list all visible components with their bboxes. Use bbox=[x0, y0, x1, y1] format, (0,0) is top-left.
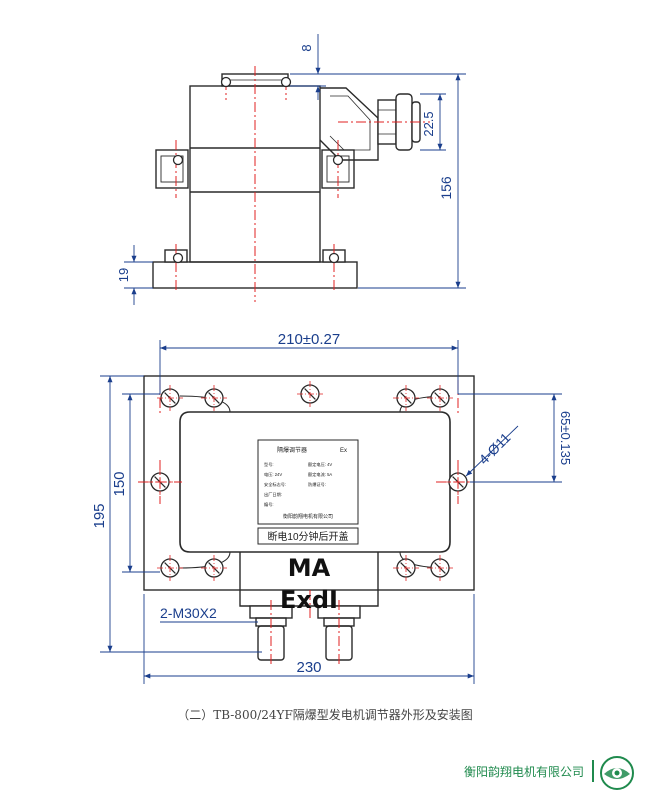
company-name: 衡阳韵翔电机有限公司 bbox=[463, 765, 584, 779]
bolt-head bbox=[297, 381, 323, 407]
nameplate-field: 安全标志号: bbox=[264, 481, 286, 488]
dimension-labels: 8 22.5 156 19 210±0.27 230 195 150 65±0.… bbox=[91, 44, 573, 676]
dim-150: 150 bbox=[111, 471, 128, 496]
bolt-head bbox=[393, 385, 419, 411]
bolt-head bbox=[172, 154, 184, 166]
dim-8: 8 bbox=[299, 44, 314, 51]
nameplate-field: 出厂日期: bbox=[264, 491, 282, 498]
dim-230: 230 bbox=[296, 659, 321, 676]
nameplate-text: 隔爆调节器 Ex 型号: 额定电压: 4V 电压: 24V 额定电流: 5A 安全标志号… bbox=[264, 446, 349, 543]
side-view-dimensions bbox=[124, 34, 466, 305]
nameplate-field: 编号: bbox=[264, 501, 274, 508]
bolt-head bbox=[172, 252, 184, 264]
footer: 衡阳韵翔电机有限公司 bbox=[0, 750, 650, 800]
nameplate-maker: 衡阳韵翔电机有限公司 bbox=[283, 513, 333, 520]
dim-156: 156 bbox=[438, 176, 454, 200]
dim-65: 65±0.135 bbox=[558, 411, 573, 465]
marking-ma: MA bbox=[288, 554, 331, 582]
dim-210: 210±0.27 bbox=[278, 331, 340, 348]
bolt-head bbox=[157, 555, 183, 581]
side-view bbox=[152, 73, 421, 289]
nameplate-field: 额定电压: 4V bbox=[308, 461, 332, 468]
dim-22-5: 22.5 bbox=[421, 111, 436, 136]
company-logo-icon bbox=[600, 756, 634, 790]
nameplate-field: 电压: 24V bbox=[264, 471, 282, 478]
bolts bbox=[147, 76, 471, 581]
mounting-plate bbox=[143, 375, 475, 591]
nameplate-field: 防爆证号: bbox=[308, 481, 326, 488]
bolt-head bbox=[201, 385, 227, 411]
bolt-head bbox=[157, 385, 183, 411]
bolt-head bbox=[332, 154, 344, 166]
dim-glands: 2-M30X2 bbox=[160, 605, 217, 621]
marking-exdi: ExdI bbox=[280, 586, 338, 614]
ex-marking: MA ExdI bbox=[280, 554, 338, 614]
dim-19: 19 bbox=[116, 268, 131, 282]
enclosure-cover bbox=[179, 411, 451, 553]
nameplate-field: 型号: bbox=[264, 461, 274, 468]
bolt-head bbox=[427, 555, 453, 581]
bolt-head bbox=[280, 76, 292, 88]
nameplate-rows: 型号: 额定电压: 4V 电压: 24V 额定电流: 5A 安全标志号: 防爆证号: 出厂日… bbox=[264, 461, 332, 508]
dim-holes: 4-Ø11 bbox=[475, 429, 513, 467]
nameplate-title: 隔爆调节器 bbox=[277, 446, 307, 454]
dim-195: 195 bbox=[91, 503, 108, 528]
bolt-head bbox=[220, 76, 232, 88]
gland-housing bbox=[239, 552, 379, 607]
bolt-head bbox=[328, 252, 340, 264]
nameplate-marking: Ex bbox=[340, 448, 347, 454]
bolt-head bbox=[427, 385, 453, 411]
front-view-centerlines bbox=[138, 380, 480, 664]
bolt-head bbox=[201, 555, 227, 581]
nameplate bbox=[257, 439, 359, 525]
figure-caption: （二）TB-800/24YF隔爆型发电机调节器外形及安装图 bbox=[177, 708, 473, 722]
front-view-dimensions bbox=[100, 340, 562, 684]
warning-plate bbox=[257, 527, 359, 545]
warning-text: 断电10分钟后开盖 bbox=[267, 530, 348, 543]
bolt-head bbox=[393, 555, 419, 581]
nameplate-field: 额定电流: 5A bbox=[308, 471, 332, 478]
cable-spout bbox=[319, 87, 379, 161]
footer-divider bbox=[592, 760, 594, 782]
